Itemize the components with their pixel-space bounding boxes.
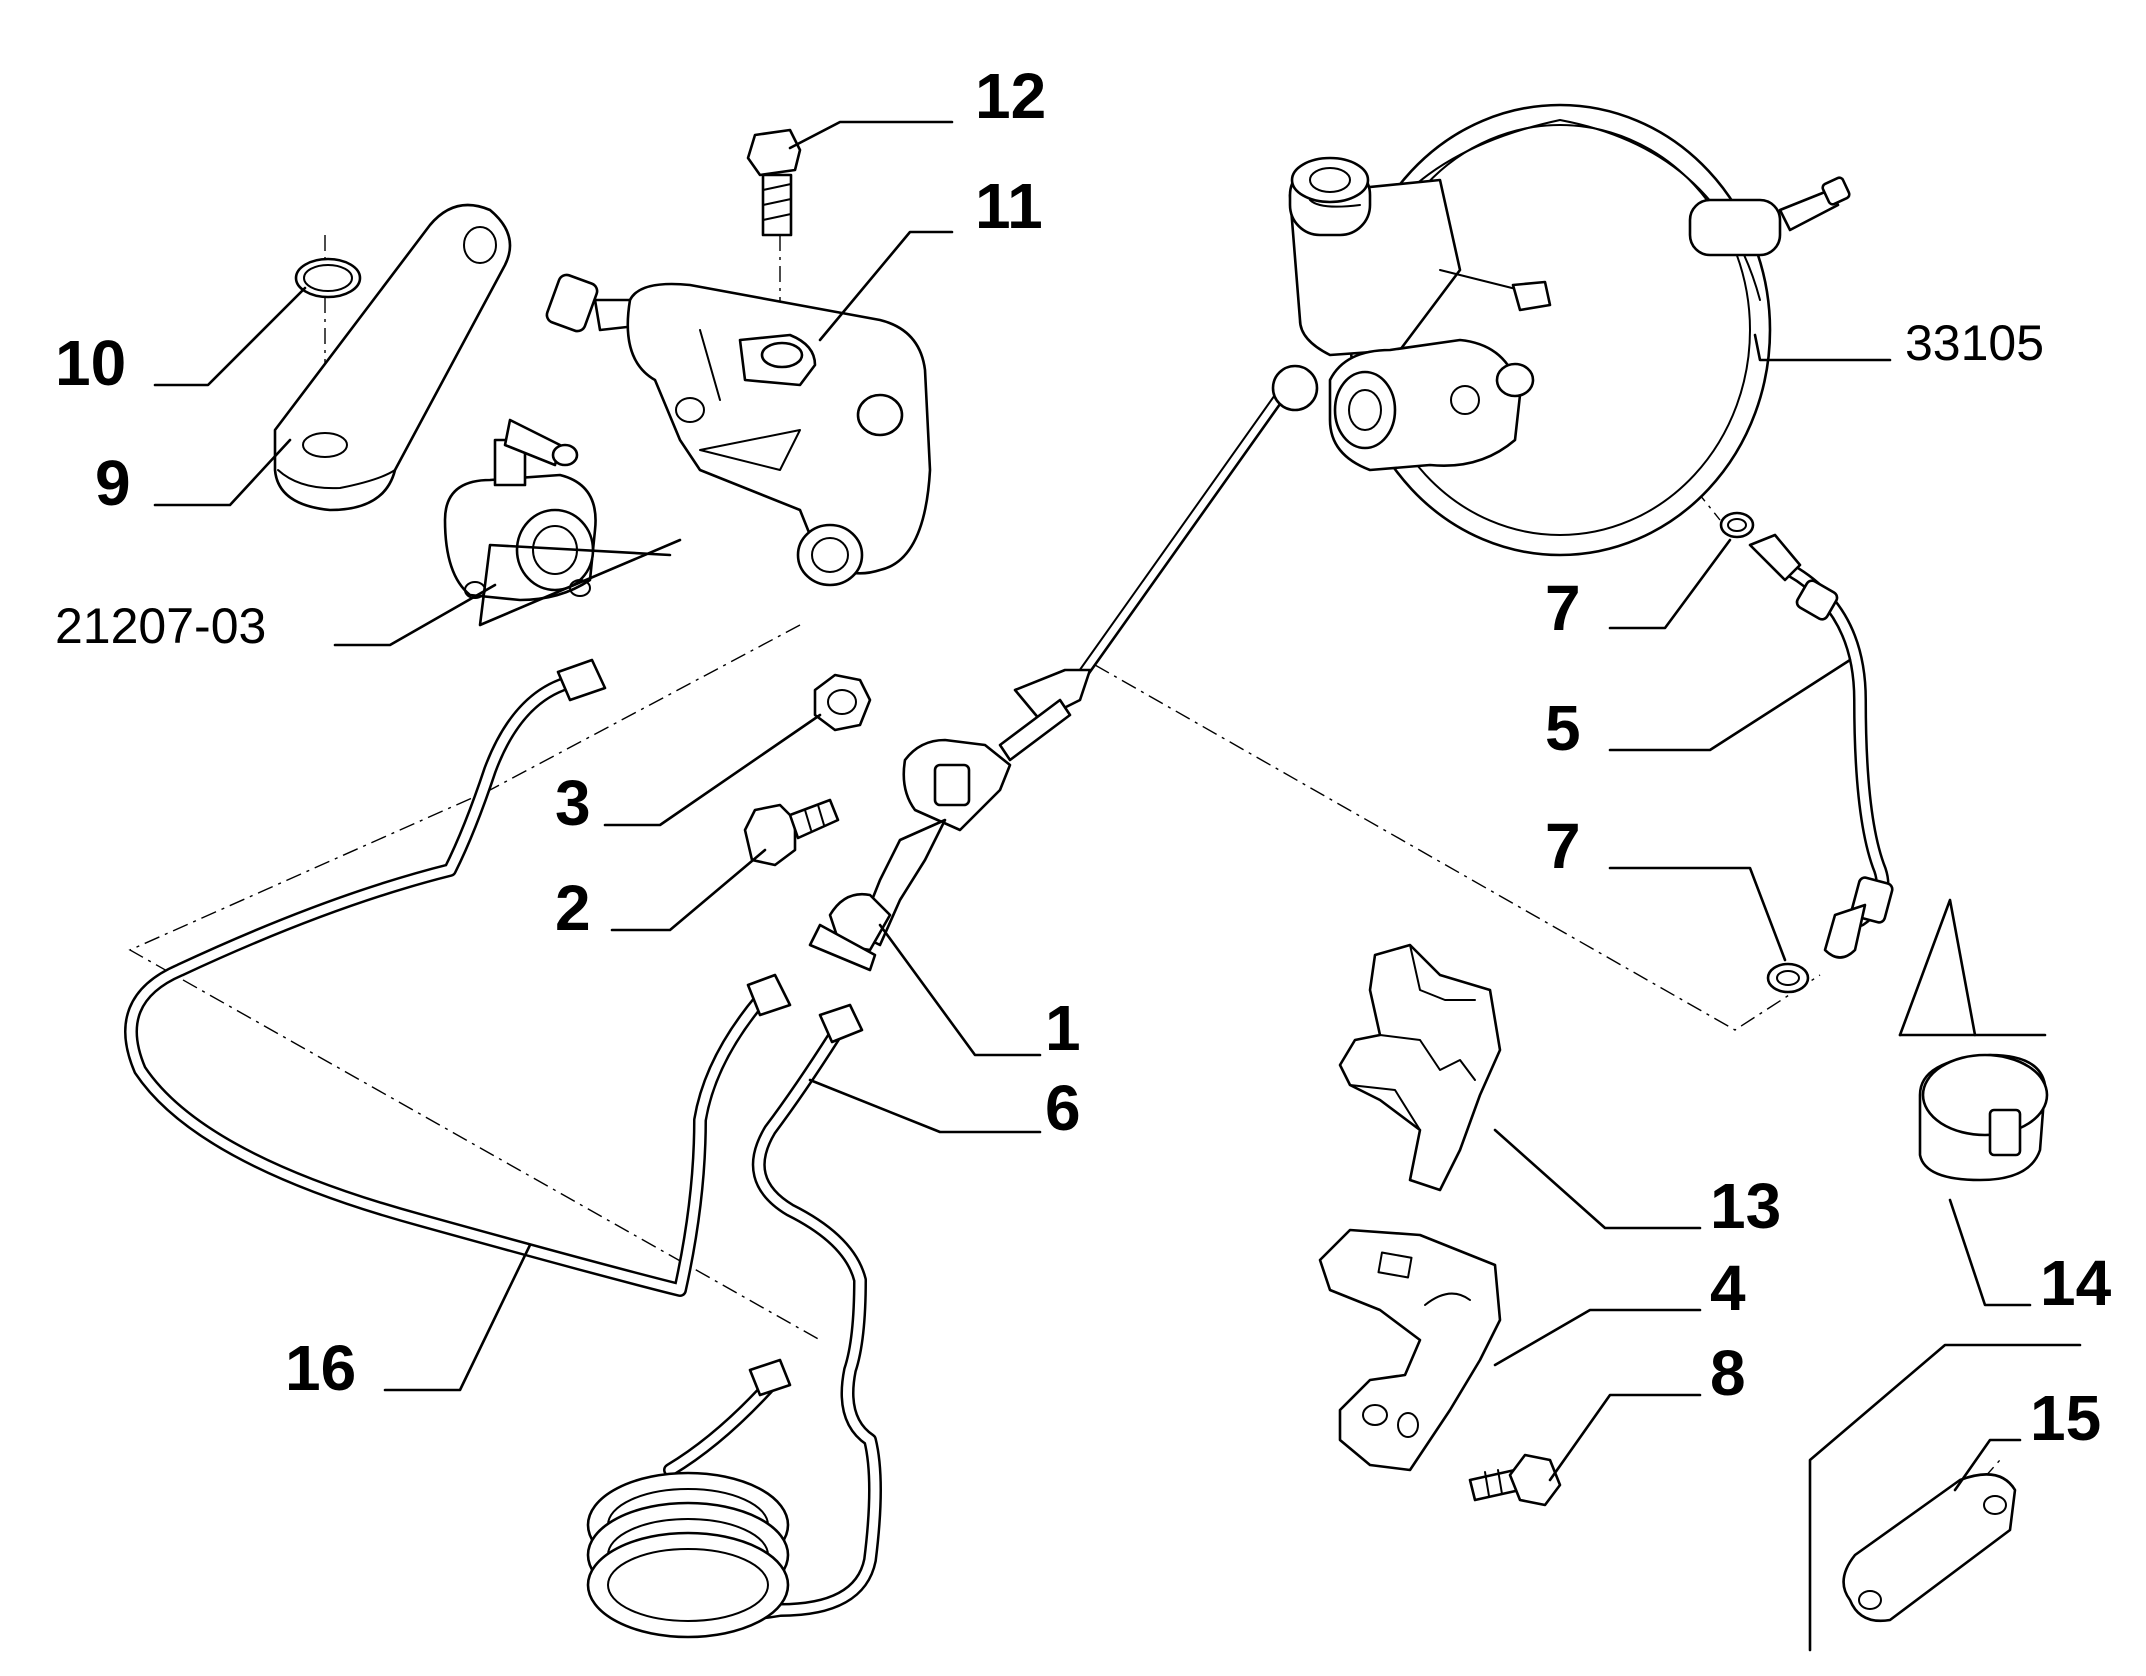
callout-8: 8 <box>1710 1337 1746 1409</box>
part-9-lever-arm <box>273 203 512 512</box>
part-6-brake-pipe <box>586 1003 882 1639</box>
callout-3: 3 <box>555 767 591 839</box>
part-10-snap-ring <box>294 257 362 299</box>
callout-14: 14 <box>2040 1247 2112 1319</box>
part-14-grommet <box>1918 1053 2049 1182</box>
callout-13: 13 <box>1710 1170 1781 1242</box>
callout-5: 5 <box>1545 692 1581 764</box>
part-16-flexible-hose <box>124 658 792 1297</box>
part-1-master-cylinder <box>808 364 1319 972</box>
part-12-bolt <box>746 128 802 237</box>
callout-16: 16 <box>285 1332 356 1404</box>
callout-15: 15 <box>2030 1382 2101 1454</box>
callout-12: 12 <box>975 60 1046 132</box>
part-7-hose-clamp-upper <box>1719 511 1755 539</box>
part-3-nut <box>813 673 872 732</box>
callout-7-lower: 7 <box>1545 810 1581 882</box>
callout-6: 6 <box>1045 1072 1081 1144</box>
callout-11: 11 <box>975 170 1043 242</box>
part-2-bolt <box>743 798 840 867</box>
part-8-bolt <box>1468 1453 1562 1507</box>
callout-10: 10 <box>55 327 126 399</box>
part-7-hose-clamp-lower <box>1766 962 1810 994</box>
callout-labels: 12 11 10 9 21207-03 3 2 1 6 16 33105 7 5… <box>55 60 2112 1454</box>
leader-lines <box>153 120 2082 1652</box>
callout-7-upper: 7 <box>1545 572 1581 644</box>
callout-21207-03: 21207-03 <box>55 598 266 654</box>
part-15-cover-plate <box>1842 1473 2017 1623</box>
callout-4: 4 <box>1710 1252 1746 1324</box>
part-33105-brake-booster <box>1288 103 1851 557</box>
part-5-vacuum-hose <box>1748 533 1894 959</box>
part-11-slave-cylinder <box>545 273 932 587</box>
part-13-clip-holder <box>1338 943 1502 1192</box>
part-4-bracket <box>1318 1228 1502 1472</box>
callout-9: 9 <box>95 447 131 519</box>
callout-33105: 33105 <box>1905 315 2044 371</box>
part-21207-03-release-bearing <box>443 418 597 602</box>
callout-2: 2 <box>555 872 591 944</box>
callout-1: 1 <box>1045 992 1081 1064</box>
